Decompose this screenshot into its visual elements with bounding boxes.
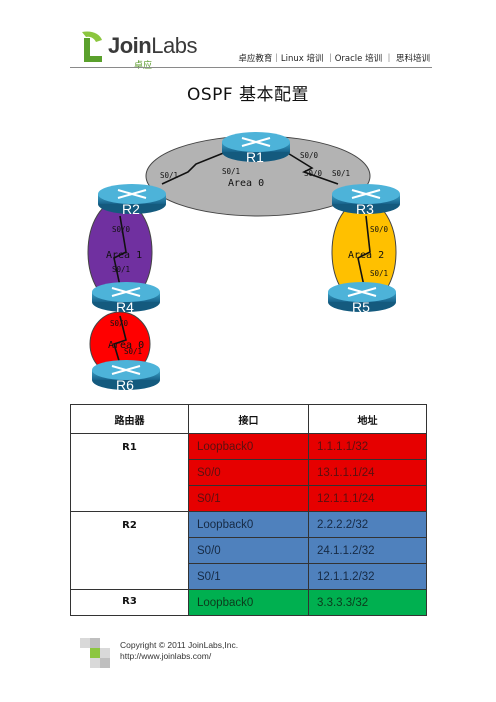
router-cell: R2	[70, 511, 189, 590]
interface-cell: Loopback0	[188, 511, 309, 538]
table-row: R2 Loopback0 2.2.2.2/32	[70, 511, 427, 590]
table-row: S0/0 24.1.1.2/32	[71, 537, 427, 564]
link-r3-r5	[357, 215, 371, 287]
router-label-r1: R1	[246, 149, 264, 165]
iface-label: S0/1	[370, 269, 388, 278]
router-r5: R5	[328, 282, 396, 315]
page-title: OSPF 基本配置	[186, 85, 310, 105]
area-label-0: Area 0	[228, 178, 264, 189]
network-diagram: Area 0 Area 1 Area 2 Area 0 S0/0 S0/1 S0…	[87, 132, 400, 393]
address-cell: 3.3.3.3/32	[308, 589, 427, 616]
address-cell: 12.1.1.2/32	[308, 563, 427, 590]
table-row: R1 Loopback0 1.1.1.1/32	[70, 433, 427, 512]
area-label-3: Area 0	[108, 340, 144, 351]
iface-label: S0/1	[332, 169, 350, 178]
logo-mark-icon	[82, 31, 102, 62]
iface-label: S0/0	[304, 169, 323, 178]
logo-brand: JoinLabs	[108, 33, 197, 58]
interface-cell: S0/0	[188, 537, 309, 564]
router-r3: R3	[332, 184, 400, 217]
interface-cell: Loopback0	[188, 433, 309, 460]
header-nav: 卓应教育｜Linux 培训 ｜Oracle 培训 ｜ 思科培训	[238, 54, 430, 64]
table-row: S0/1 12.1.1.2/32	[71, 563, 427, 590]
joinlabs-logo: JoinLabs 卓应	[78, 30, 198, 71]
iface-label: S0/0	[112, 225, 131, 234]
router-r1: R1	[222, 132, 290, 165]
router-r4: R4	[92, 282, 160, 315]
router-label-r4: R4	[116, 299, 134, 315]
col-header-address: 地址	[308, 404, 427, 434]
col-header-router: 路由器	[70, 404, 189, 434]
footer-decoration	[80, 638, 110, 668]
router-r6: R6	[92, 360, 160, 393]
router-label-r3: R3	[356, 201, 374, 217]
router-label-r6: R6	[116, 377, 134, 393]
interface-cell: S0/1	[188, 563, 309, 590]
table-row: S0/1 12.1.1.1/24	[71, 485, 427, 512]
router-label-r2: R2	[122, 201, 140, 217]
table-row: S0/0 13.1.1.1/24	[71, 459, 427, 486]
router-r2: R2	[98, 184, 166, 217]
router-cell: R1	[70, 433, 189, 512]
iface-label: S0/1	[124, 347, 142, 356]
header-divider	[70, 67, 432, 68]
interface-cell: Loopback0	[188, 589, 309, 616]
table-header-row: 路由器 接口 地址	[70, 404, 427, 434]
link-r2-r4	[113, 215, 127, 287]
address-cell: 13.1.1.1/24	[308, 459, 427, 486]
iface-label: S0/1	[160, 171, 178, 180]
footer-url[interactable]: http://www.joinlabs.com/	[120, 651, 212, 661]
interface-cell: S0/1	[188, 485, 309, 512]
copyright-text: Copyright © 2011 JoinLabs,Inc.	[120, 640, 239, 650]
col-header-interface: 接口	[188, 404, 309, 434]
address-cell: 2.2.2.2/32	[308, 511, 427, 538]
iface-label: S0/0	[110, 319, 129, 328]
iface-label: S0/1	[112, 265, 130, 274]
router-label-r5: R5	[352, 299, 370, 315]
footer-text: Copyright © 2011 JoinLabs,Inc. http://ww…	[120, 640, 238, 662]
iface-label: S0/1	[222, 167, 240, 176]
address-table: 路由器 接口 地址 R1 Loopback0 1.1.1.1/32 S0/0 1…	[70, 404, 427, 616]
router-cell: R3	[70, 589, 189, 616]
area-label-2: Area 2	[348, 250, 384, 261]
iface-label: S0/0	[370, 225, 389, 234]
address-cell: 12.1.1.1/24	[308, 485, 427, 512]
link-r1-r2	[161, 151, 227, 185]
address-cell: 24.1.1.2/32	[308, 537, 427, 564]
logo-subtitle: 卓应	[134, 61, 153, 71]
link-r4-r6	[113, 315, 127, 365]
iface-label: S0/0	[300, 151, 319, 160]
address-cell: 1.1.1.1/32	[308, 433, 427, 460]
table-row: R3 Loopback0 3.3.3.3/32	[70, 589, 427, 616]
area-label-1: Area 1	[106, 250, 142, 261]
interface-cell: S0/0	[188, 459, 309, 486]
link-r1-r3	[285, 151, 339, 185]
